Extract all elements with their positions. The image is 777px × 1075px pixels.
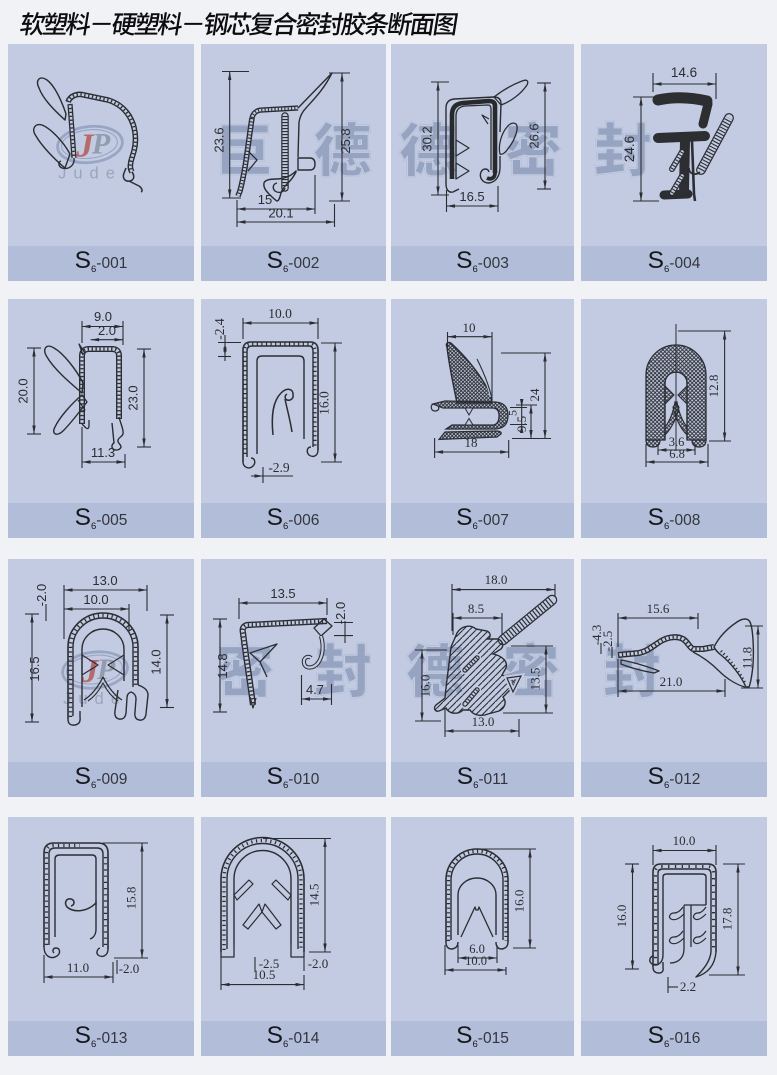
svg-text:Jude: Jude: [58, 165, 122, 183]
svg-text:3.6: 3.6: [669, 435, 685, 449]
svg-text:16.5: 16.5: [459, 189, 484, 204]
svg-text:-2.0: -2.0: [119, 961, 140, 976]
svg-text:8.5: 8.5: [468, 601, 484, 616]
svg-text:30.2: 30.2: [420, 126, 435, 151]
svg-text:26.6: 26.6: [527, 123, 542, 148]
svg-text:11.3: 11.3: [91, 445, 115, 460]
svg-text:18.0: 18.0: [485, 572, 508, 587]
svg-text:4.7: 4.7: [305, 682, 323, 697]
svg-text:11.8: 11.8: [740, 647, 755, 669]
svg-text:2.0: 2.0: [98, 323, 116, 338]
svg-text:25.8: 25.8: [338, 128, 353, 153]
svg-text:5: 5: [506, 410, 520, 416]
svg-text:16.0: 16.0: [316, 391, 331, 415]
svg-text:P: P: [91, 128, 111, 161]
svg-text:6.0: 6.0: [469, 942, 485, 956]
svg-text:10.0: 10.0: [268, 306, 292, 321]
svg-text:10.0: 10.0: [673, 833, 696, 848]
svg-text:24.6: 24.6: [622, 136, 637, 162]
svg-text:-4.3: -4.3: [589, 625, 604, 646]
svg-text:14.6: 14.6: [671, 65, 697, 80]
svg-text:14.0: 14.0: [149, 649, 164, 674]
svg-text:15: 15: [257, 192, 271, 207]
svg-text:14.8: 14.8: [215, 653, 230, 678]
svg-text:-2.0: -2.0: [307, 956, 328, 971]
svg-text:-2.0: -2.0: [333, 602, 348, 624]
svg-text:13.5: 13.5: [270, 586, 295, 601]
svg-text:-2.9: -2.9: [268, 460, 290, 475]
svg-text:11.0: 11.0: [67, 960, 89, 975]
svg-text:9.0: 9.0: [94, 309, 112, 324]
svg-text:10.0: 10.0: [83, 592, 108, 607]
svg-text:J: J: [81, 653, 100, 690]
svg-text:20.1: 20.1: [268, 206, 293, 221]
svg-text:-2.4: -2.4: [212, 318, 227, 340]
svg-text:16.0: 16.0: [418, 675, 433, 698]
svg-text:P: P: [96, 653, 116, 686]
svg-text:-2.0: -2.0: [34, 584, 49, 606]
svg-text:J: J: [76, 128, 95, 165]
svg-text:20.0: 20.0: [16, 378, 31, 403]
svg-text:10.5: 10.5: [252, 967, 275, 982]
svg-text:17.8: 17.8: [720, 908, 735, 931]
svg-text:15.6: 15.6: [647, 601, 670, 616]
svg-text:15.8: 15.8: [124, 887, 139, 910]
svg-text:14.5: 14.5: [306, 884, 321, 907]
svg-text:23.6: 23.6: [211, 127, 226, 152]
svg-text:23.0: 23.0: [126, 385, 141, 410]
svg-text:2.2: 2.2: [680, 979, 696, 994]
svg-text:21.0: 21.0: [660, 674, 683, 689]
svg-text:13.0: 13.0: [92, 573, 117, 588]
svg-text:16.0: 16.0: [614, 905, 629, 928]
svg-text:6.8: 6.8: [669, 447, 685, 461]
svg-text:-2.5: -2.5: [600, 631, 615, 652]
svg-text:24: 24: [527, 388, 542, 402]
svg-text:10.0: 10.0: [465, 954, 487, 968]
svg-text:13.5: 13.5: [528, 668, 543, 691]
svg-text:-2.5: -2.5: [258, 956, 279, 971]
svg-text:16.0: 16.0: [512, 890, 527, 913]
svg-text:16.5: 16.5: [27, 656, 42, 681]
svg-text:13.0: 13.0: [472, 714, 495, 729]
svg-text:12.8: 12.8: [706, 375, 721, 398]
svg-text:10: 10: [463, 320, 476, 335]
